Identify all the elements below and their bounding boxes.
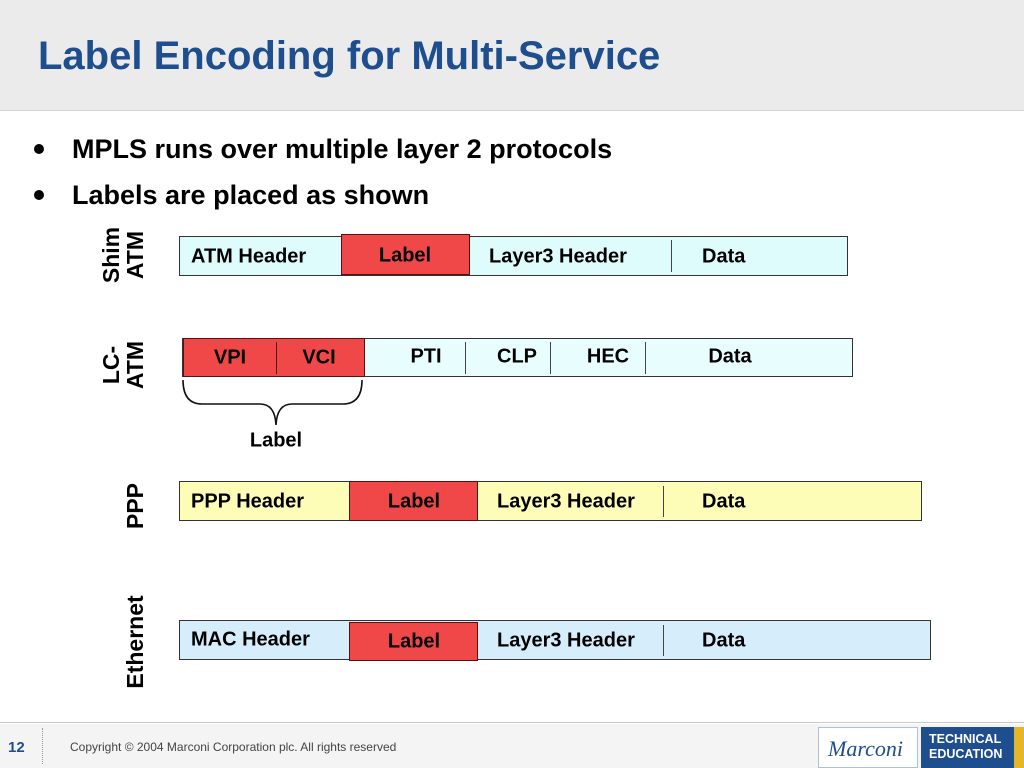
slide-header	[0, 0, 1024, 111]
gold-accent-strip	[1014, 727, 1024, 768]
field-divider	[671, 240, 672, 272]
ethernet-label-box	[349, 622, 478, 661]
hec-cell: HEC	[586, 345, 630, 368]
data-cell: Data	[708, 345, 752, 368]
ppp-frame	[179, 481, 922, 521]
field-divider	[663, 486, 664, 517]
clp-cell: CLP	[497, 345, 537, 368]
bullet-dot-icon	[34, 144, 44, 154]
field-divider	[276, 342, 277, 374]
row-label-shim-atm: Shim ATM	[98, 226, 148, 284]
marconi-logo-icon	[818, 727, 918, 768]
footer-separator	[42, 728, 43, 764]
row-label-line: Ethernet	[122, 595, 148, 689]
ethernet-frame	[179, 620, 931, 660]
data-cell: Data	[702, 490, 746, 513]
label-brace-icon	[182, 379, 363, 426]
pti-cell: PTI	[410, 345, 442, 368]
ppp-label-box	[349, 481, 478, 521]
copyright-text: Copyright © 2004 Marconi Corporation plc…	[70, 740, 397, 754]
bullet-text: MPLS runs over multiple layer 2 protocol…	[72, 133, 613, 164]
atm-header-cell: ATM Header	[191, 245, 307, 268]
data-cell: Data	[702, 245, 746, 268]
field-divider	[465, 342, 466, 374]
page-number: 12	[8, 739, 25, 756]
bullet-item: Labels are placed as shown	[34, 172, 612, 218]
layer3-header-cell: Layer3 Header	[497, 490, 635, 513]
education-badge-text: TECHNICAL EDUCATION	[929, 732, 1019, 762]
ppp-label-cell: Label	[387, 490, 441, 513]
field-divider	[550, 342, 551, 374]
bullet-item: MPLS runs over multiple layer 2 protocol…	[34, 126, 612, 172]
marconi-logo-text: Marconi	[828, 736, 903, 761]
row-label-line: Shim	[98, 226, 124, 284]
bullet-list: MPLS runs over multiple layer 2 protocol…	[34, 126, 612, 218]
badge-line: TECHNICAL	[929, 732, 1002, 746]
layer3-header-cell: Layer3 Header	[497, 629, 635, 652]
row-label-ppp: PPP	[122, 482, 148, 530]
row-label-lc-atm: LC- ATM	[98, 340, 148, 390]
shim-atm-frame	[179, 236, 848, 276]
brace-label-text: Label	[249, 429, 303, 452]
layer3-header-cell: Layer3 Header	[489, 245, 627, 268]
bullet-dot-icon	[34, 190, 44, 200]
field-divider	[645, 342, 646, 374]
badge-line: EDUCATION	[929, 747, 1003, 761]
data-cell: Data	[702, 629, 746, 652]
row-label-line: LC-	[98, 345, 124, 385]
ethernet-label-cell: Label	[387, 630, 441, 653]
slide-title: Label Encoding for Multi-Service	[38, 34, 661, 78]
mac-header-cell: MAC Header	[191, 628, 310, 651]
shim-label-cell: Label	[378, 244, 432, 267]
vci-cell: VCI	[302, 346, 336, 369]
shim-label-box	[341, 234, 470, 275]
education-badge	[921, 727, 1024, 768]
row-label-line: ATM	[122, 340, 148, 390]
bullet-text: Labels are placed as shown	[72, 179, 430, 210]
lc-label-box	[183, 338, 365, 377]
row-label-line: ATM	[122, 230, 148, 280]
row-label-line: PPP	[122, 482, 148, 530]
ppp-header-cell: PPP Header	[191, 490, 305, 513]
field-divider	[663, 625, 664, 656]
vpi-cell: VPI	[213, 346, 247, 369]
row-label-ethernet: Ethernet	[122, 595, 148, 689]
footer-divider	[0, 722, 1024, 723]
